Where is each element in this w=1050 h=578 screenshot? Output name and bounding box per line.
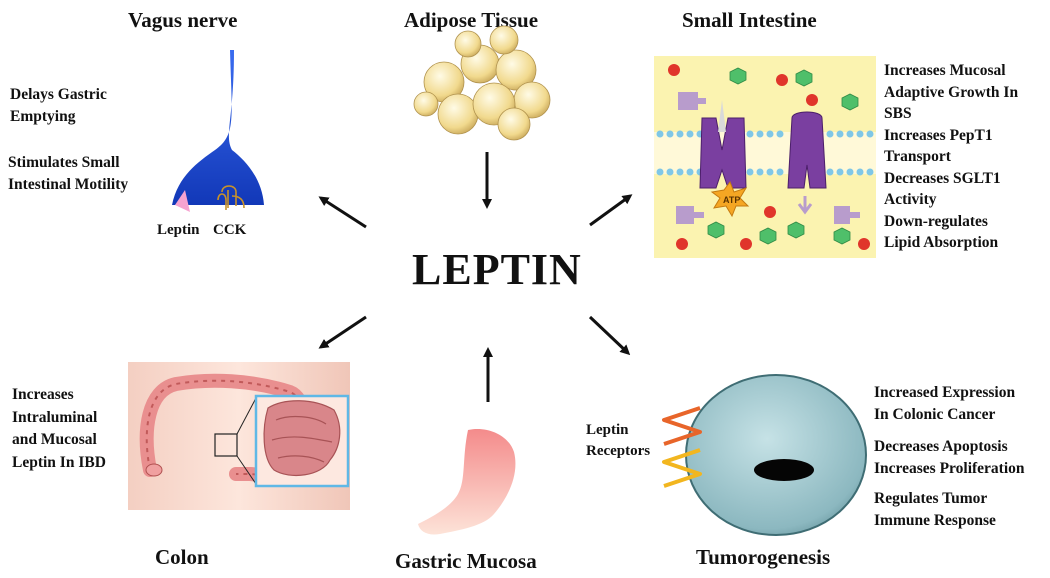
small-intestine-illustration xyxy=(654,56,876,258)
atp-label: ATP xyxy=(723,195,740,205)
leptin-receptor-orange xyxy=(662,406,702,446)
gastric-mucosa-illustration xyxy=(418,428,516,535)
gastric-mucosa-title: Gastric Mucosa xyxy=(395,549,537,573)
vagus-cck-label: CCK xyxy=(213,222,247,238)
vagus-leptin-label: Leptin xyxy=(157,222,200,238)
arrow-leptin-to-small-intestine xyxy=(589,194,633,227)
colon-effects: Increases Intraluminal and Mucosal Lepti… xyxy=(12,386,106,471)
small-intestine-title: Small Intestine xyxy=(682,8,817,32)
leptin-receptor-yellow xyxy=(662,448,702,488)
arrow-leptin-to-tumor xyxy=(588,315,631,356)
tumor-effect-immune: Regulates Tumor Immune Response xyxy=(874,490,996,529)
vagus-effect-intestinal-motility: Stimulates Small Intestinal Motility xyxy=(8,154,129,193)
arrow-leptin-to-vagus xyxy=(318,196,367,229)
tumor-effect-expression: Increased Expression In Colonic Cancer xyxy=(874,384,1016,423)
adipose-tissue-title: Adipose Tissue xyxy=(404,8,539,32)
leptin-center-label: LEPTIN xyxy=(412,245,582,294)
adipose-tissue-illustration xyxy=(413,25,551,141)
vagus-nerve-title: Vagus nerve xyxy=(128,8,238,32)
vagus-effect-gastric-emptying: Delays Gastric Emptying xyxy=(10,86,107,125)
small-intestine-effects: Increases Mucosal Adaptive Growth In SBS… xyxy=(884,62,1019,251)
arrows xyxy=(318,152,633,402)
colon-illustration xyxy=(128,362,350,510)
leptin-receptors-label: Leptin Receptors xyxy=(586,422,651,459)
tumor-cell-illustration xyxy=(662,374,867,536)
colon-title: Colon xyxy=(155,545,209,569)
tumorogenesis-title: Tumorogenesis xyxy=(696,545,831,569)
vagus-neuron-illustration xyxy=(172,50,264,212)
arrow-leptin-to-colon xyxy=(318,315,367,349)
tumor-effect-apoptosis: Decreases Apoptosis Increases Proliferat… xyxy=(874,438,1025,477)
